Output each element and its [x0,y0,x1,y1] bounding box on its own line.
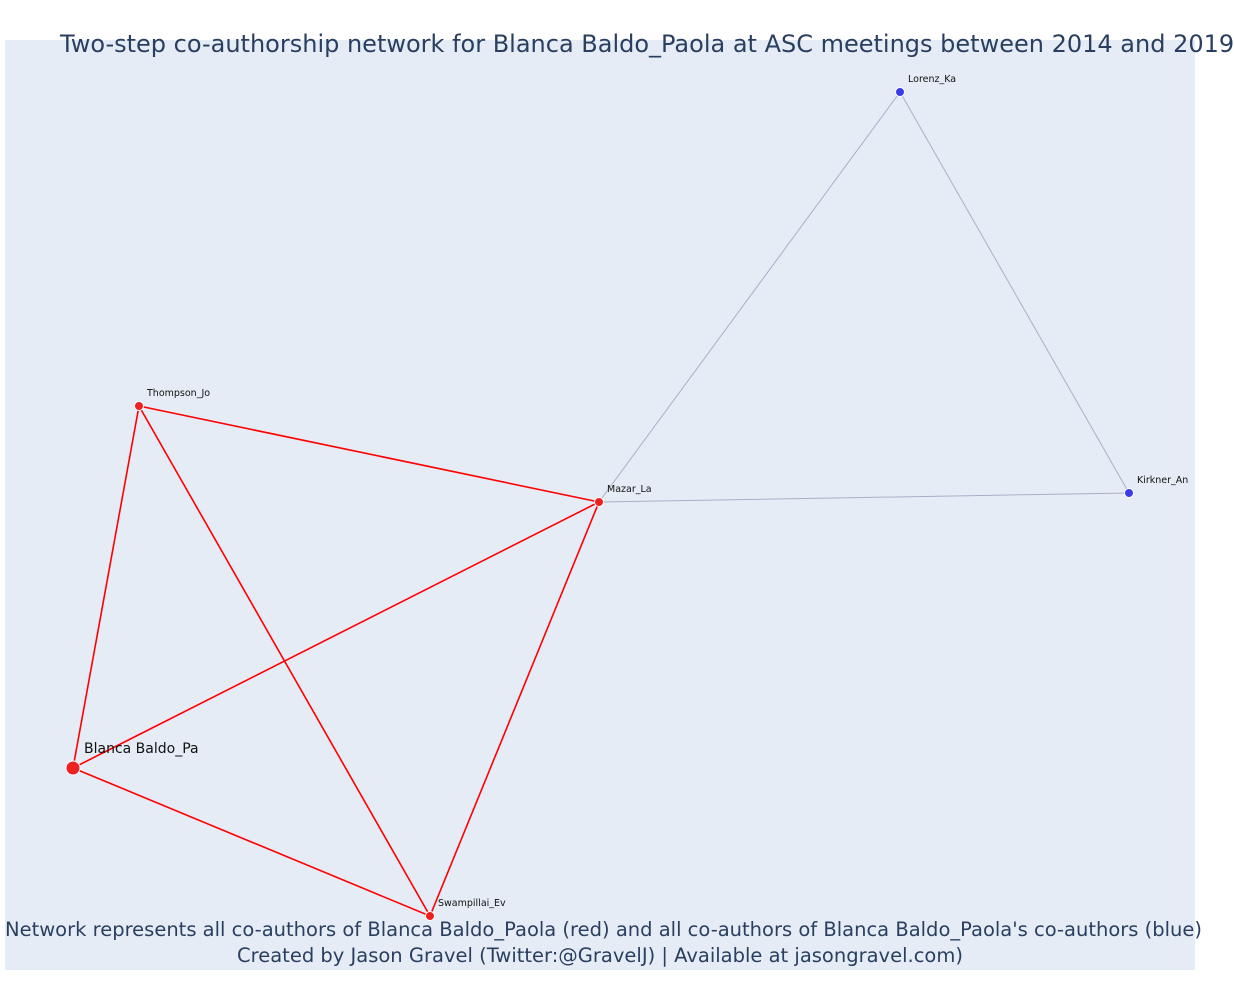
footer-line-1: Network represents all co-authors of Bla… [5,918,1203,941]
edge-baldo-swampillai [72,767,431,917]
node-label-mazar: Mazar_La [607,484,652,495]
network-figure: Two-step co-authorship network for Blanc… [5,30,1234,970]
node-lorenz[interactable] [895,87,905,97]
node-label-lorenz: Lorenz_Ka [908,74,956,85]
edge-mazar-lorenz [598,91,901,503]
chart-title: Two-step co-authorship network for Blanc… [60,30,1234,58]
edge-thompson-mazar [138,405,600,503]
node-thompson[interactable] [134,401,144,411]
edge-baldo-mazar [72,501,600,769]
edge-layer [72,91,1130,917]
footer-line-2: Created by Jason Gravel (Twitter:@Gravel… [237,944,963,967]
footer-caption: Network represents all co-authors of Bla… [5,917,1203,969]
node-baldo[interactable] [65,760,81,776]
edge-mazar-swampillai [429,501,600,917]
node-kirkner[interactable] [1124,488,1134,498]
node-label-baldo: Blanca Baldo_Pa [84,741,199,757]
node-swampillai[interactable] [425,911,435,921]
node-label-thompson: Thompson_Jo [146,388,210,399]
edge-mazar-kirkner [598,492,1130,503]
node-label-kirkner: Kirkner_An [1137,475,1188,486]
edge-baldo-thompson [72,405,140,769]
node-layer [65,87,1134,921]
label-layer: Blanca Baldo_Pa Thompson_JoMazar_LaSwampi… [84,74,1188,909]
edge-thompson-swampillai [138,405,431,917]
node-mazar[interactable] [594,497,604,507]
edge-lorenz-kirkner [899,91,1130,494]
node-label-swampillai: Swampillai_Ev [438,898,506,909]
network-graph: Blanca Baldo_Pa Thompson_JoMazar_LaSwampi… [65,74,1188,921]
